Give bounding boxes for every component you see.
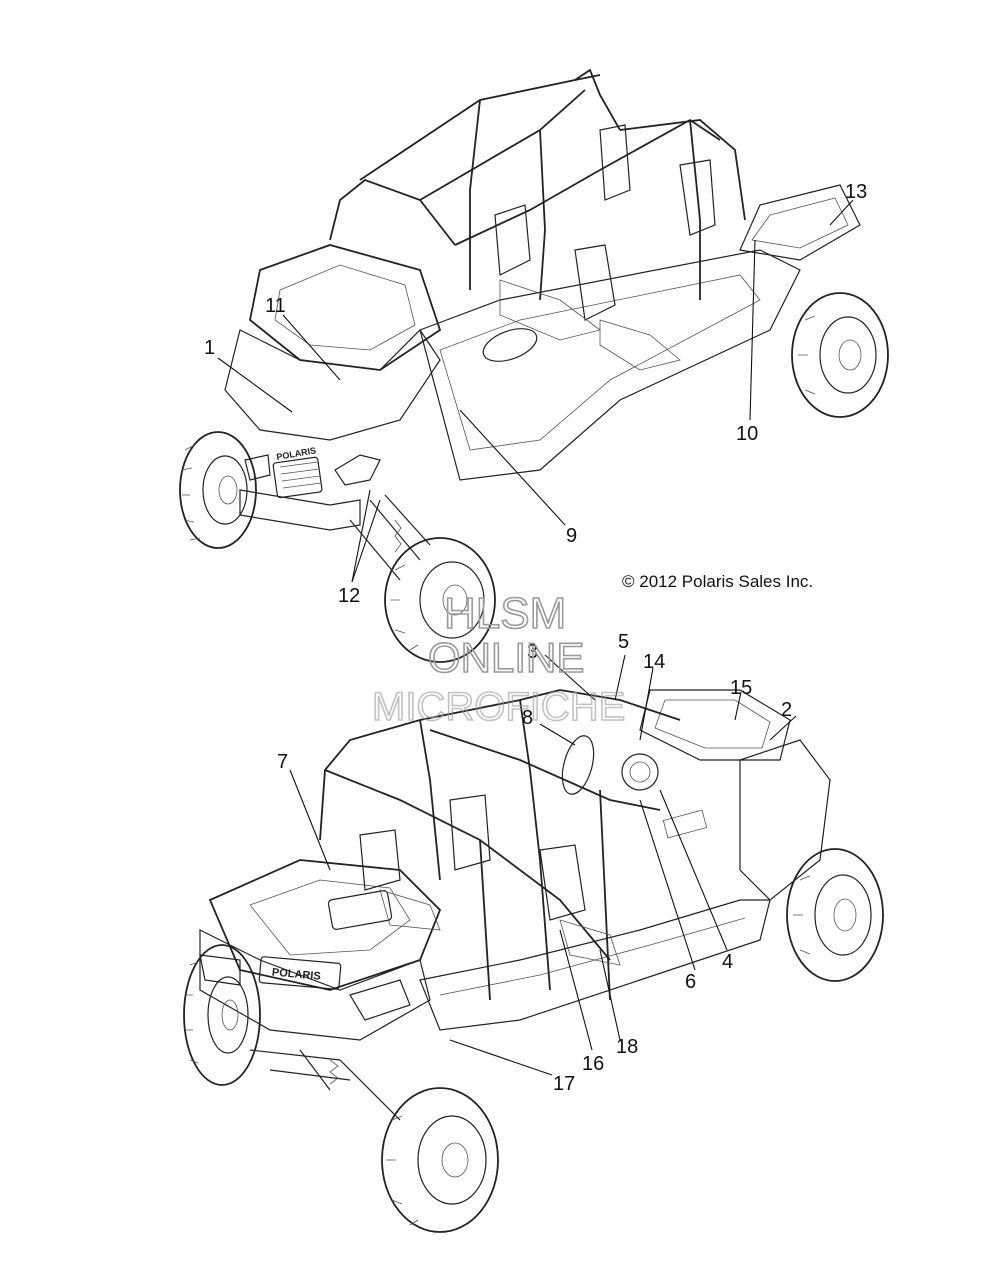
callout-3: 3 xyxy=(527,641,538,663)
callout-17: 17 xyxy=(553,1073,575,1095)
wheel-front-right-bottom xyxy=(381,1087,499,1233)
polaris-badge-bottom: POLARIS xyxy=(271,967,321,983)
wheel-front-left-top xyxy=(179,431,257,549)
callout-15: 15 xyxy=(730,677,752,699)
leader-lines xyxy=(217,199,854,1076)
callout-10: 10 xyxy=(736,423,758,445)
callout-14: 14 xyxy=(643,651,665,673)
watermark-line-2: ONLINE xyxy=(428,634,584,681)
callout-2: 2 xyxy=(781,699,792,721)
callout-9: 9 xyxy=(566,525,577,547)
copyright-text: © 2012 Polaris Sales Inc. xyxy=(622,572,813,591)
watermark-line-1: HLSM xyxy=(444,589,566,638)
wheel-rear-right-bottom xyxy=(786,848,884,982)
wheel-front-right-top xyxy=(384,537,496,663)
callout-7: 7 xyxy=(277,751,288,773)
bottom-vehicle-illustration xyxy=(183,689,884,1233)
callout-18: 18 xyxy=(616,1036,638,1058)
callout-1: 1 xyxy=(204,337,215,359)
callout-16: 16 xyxy=(582,1053,604,1075)
callout-4: 4 xyxy=(722,951,733,973)
callout-12: 12 xyxy=(338,585,360,607)
wheel-front-left-bottom xyxy=(183,944,261,1086)
callout-11: 11 xyxy=(265,295,286,317)
wheel-rear-right-top xyxy=(791,292,889,418)
watermark: HLSM ONLINE MICROFICHE xyxy=(371,588,626,730)
callout-13: 13 xyxy=(845,181,867,203)
top-vehicle-illustration xyxy=(179,68,889,663)
callout-5: 5 xyxy=(618,631,629,653)
callout-8: 8 xyxy=(522,707,533,729)
callout-6: 6 xyxy=(685,971,696,993)
watermark-line-3: MICROFICHE xyxy=(372,685,625,729)
